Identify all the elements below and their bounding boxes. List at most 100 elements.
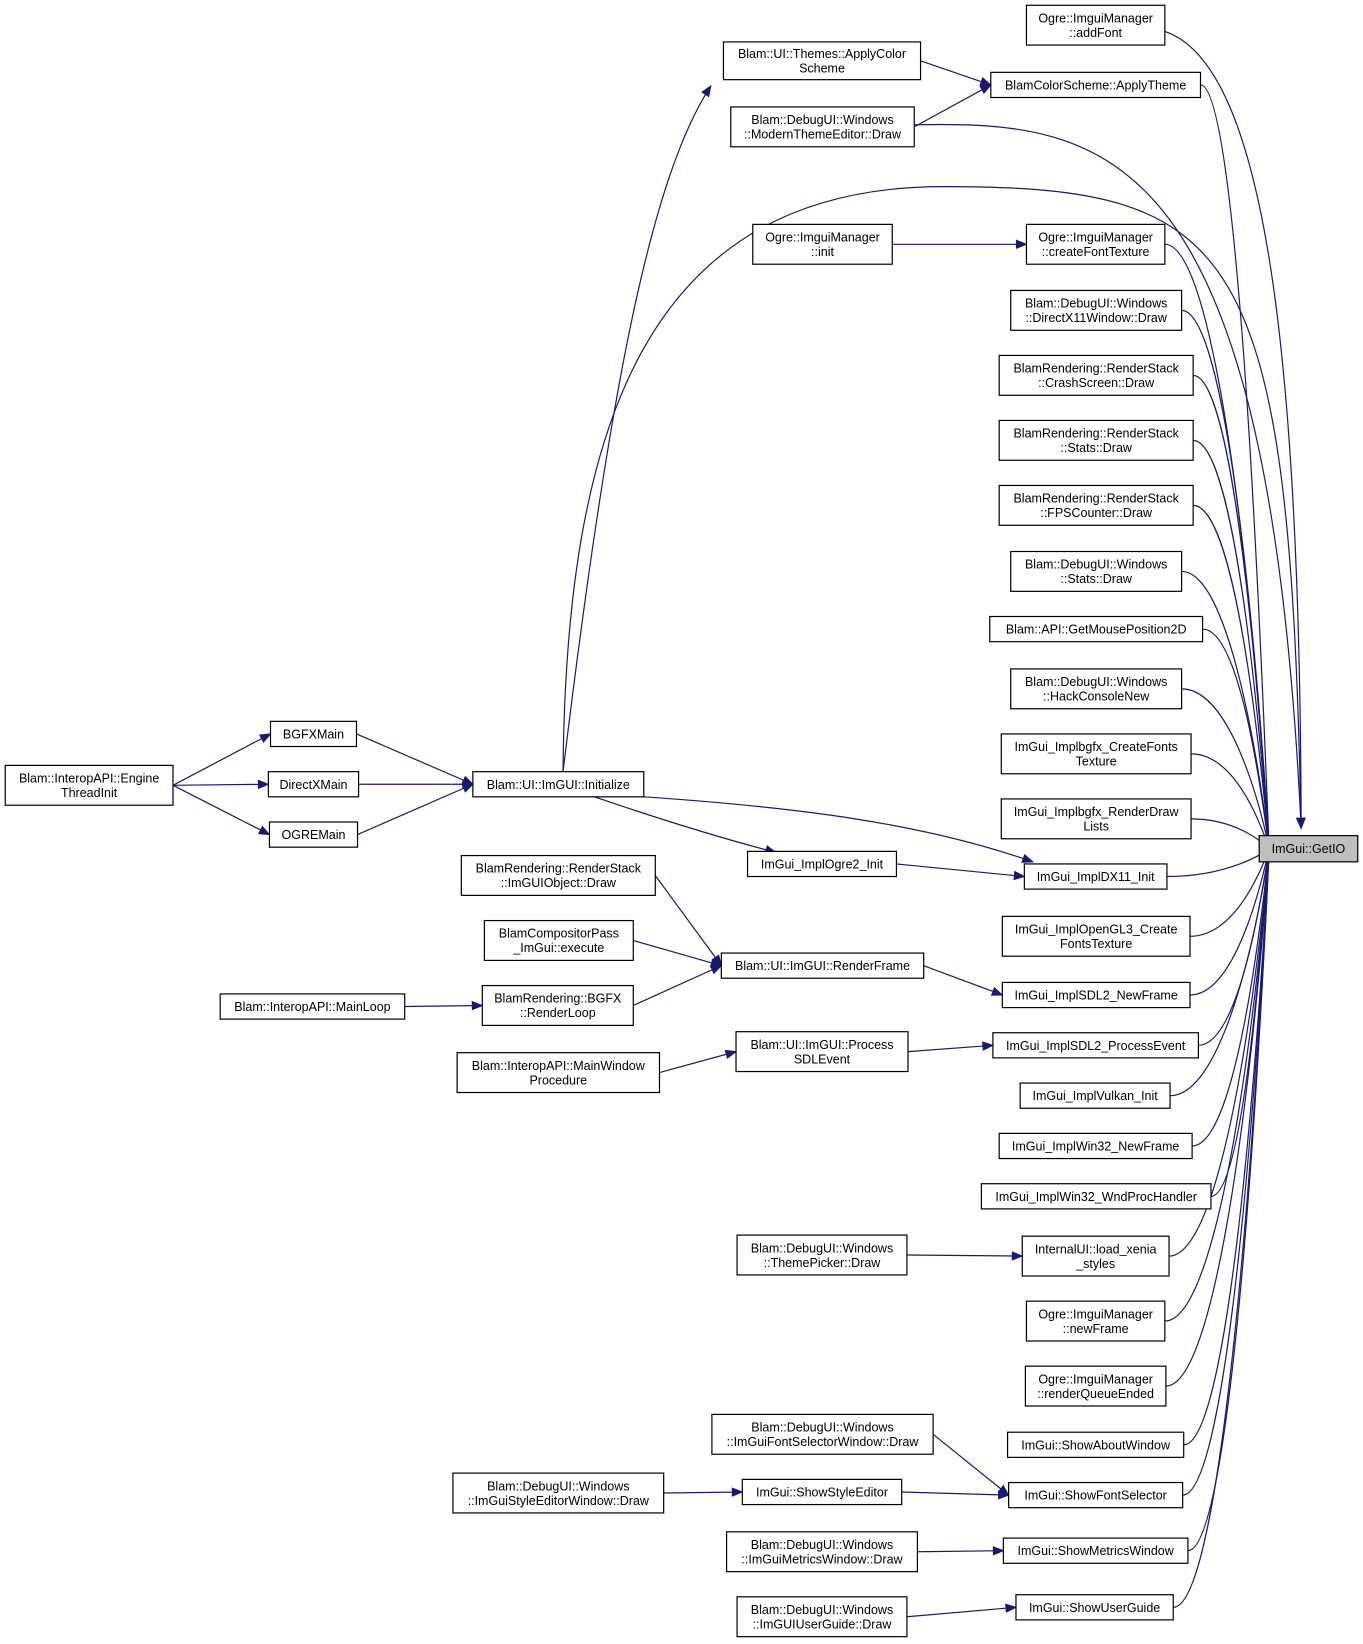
node-ogremain[interactable]: OGREMain xyxy=(268,821,359,848)
edge-themepicker-to-xeniastyles xyxy=(906,1251,1024,1261)
edge-mainloop-to-bgfxrenderloop xyxy=(404,1000,484,1011)
node-crashscreen[interactable]: BlamRendering::RenderStack::CrashScreen:… xyxy=(998,354,1194,396)
node-label: ImGui_ImplOgre2_Init xyxy=(761,857,884,871)
node-initialize[interactable]: Blam::UI::ImGUI::Initialize xyxy=(472,771,645,798)
node-box xyxy=(268,821,359,848)
edge-line xyxy=(1182,848,1270,1496)
node-label: Blam::InteropAPI::MainLoop xyxy=(234,1000,390,1014)
node-box xyxy=(998,419,1194,461)
node-label: ThreadInit xyxy=(61,786,118,800)
node-box xyxy=(992,1032,1199,1059)
edge-line xyxy=(1193,439,1270,849)
node-sdl2processevent[interactable]: ImGui_ImplSDL2_ProcessEvent xyxy=(992,1032,1199,1059)
node-bgfxmain[interactable]: BGFXMain xyxy=(269,720,358,748)
edge-arrowhead xyxy=(257,779,270,790)
node-styleeditorwindow[interactable]: Blam::DebugUI::Windows::ImGuiStyleEditor… xyxy=(452,1472,665,1514)
node-showstyleeditor[interactable]: ImGui::ShowStyleEditor xyxy=(741,1478,903,1506)
node-label: ImGui_ImplSDL2_ProcessEvent xyxy=(1006,1039,1186,1053)
node-hackconsole[interactable]: Blam::DebugUI::Windows::HackConsoleNew xyxy=(1010,668,1183,710)
node-rsstats[interactable]: BlamRendering::RenderStack::Stats::Draw xyxy=(998,419,1194,461)
node-win32wndproc[interactable]: ImGui_ImplWin32_WndProcHandler xyxy=(980,1183,1212,1210)
node-userguide[interactable]: Blam::DebugUI::Windows::ImGUIUserGuide::… xyxy=(736,1596,908,1638)
node-ogreinit[interactable]: Ogre::ImguiManager::init xyxy=(752,223,893,265)
node-showuserguide[interactable]: ImGui::ShowUserGuide xyxy=(1015,1594,1174,1621)
edge-line xyxy=(356,733,474,785)
node-imguiobject[interactable]: BlamRendering::RenderStack::ImGUIObject:… xyxy=(460,854,656,896)
node-metricswindow[interactable]: Blam::DebugUI::Windows::ImGuiMetricsWind… xyxy=(725,1531,919,1573)
edge-line xyxy=(913,84,992,128)
node-box xyxy=(1008,1481,1184,1509)
edge-renderframe-to-sdl2newframe xyxy=(923,965,1004,996)
node-getio[interactable]: ImGui::GetIO xyxy=(1258,835,1359,863)
node-label: BlamRendering::RenderStack xyxy=(1013,427,1179,441)
node-label: ImGui::ShowStyleEditor xyxy=(756,1485,888,1499)
node-dx11init[interactable]: ImGui_ImplDX11_Init xyxy=(1023,863,1168,890)
node-xeniastyles[interactable]: InternalUI::load_xenia_styles xyxy=(1021,1235,1170,1277)
node-win32newframe[interactable]: ImGui_ImplWin32_NewFrame xyxy=(998,1132,1193,1160)
node-fontselectorwindow[interactable]: Blam::DebugUI::Windows::ImGuiFontSelecto… xyxy=(711,1413,934,1455)
node-label: Blam::DebugUI::Windows xyxy=(1025,675,1167,689)
node-mousepos[interactable]: Blam::API::GetMousePosition2D xyxy=(989,615,1204,643)
node-box xyxy=(1025,4,1166,46)
node-compositorpass[interactable]: BlamCompositorPass_ImGui::execute xyxy=(483,919,634,961)
node-label: ImGui_ImplWin32_NewFrame xyxy=(1012,1139,1179,1153)
edge-line xyxy=(1189,848,1270,937)
node-showaboutwindow[interactable]: ImGui::ShowAboutWindow xyxy=(1006,1431,1185,1458)
node-addfont[interactable]: Ogre::ImguiManager::addFont xyxy=(1025,4,1166,46)
node-label: InternalUI::load_xenia xyxy=(1035,1242,1157,1256)
node-winstats[interactable]: Blam::DebugUI::Windows::Stats::Draw xyxy=(1010,550,1183,592)
node-box xyxy=(998,484,1194,526)
edge-line xyxy=(562,186,1302,829)
node-label: BlamRendering::BGFX xyxy=(494,992,622,1006)
node-box xyxy=(1015,1594,1174,1621)
node-renderqueueended[interactable]: Ogre::ImguiManager::renderQueueEnded xyxy=(1024,1365,1167,1407)
edge-styleeditorwindow-to-showstyleeditor xyxy=(663,1487,744,1497)
node-directxmain[interactable]: DirectXMain xyxy=(267,771,360,798)
edge-line xyxy=(914,123,1302,829)
node-bgfxrenderloop[interactable]: BlamRendering::BGFX::RenderLoop xyxy=(481,984,634,1027)
edge-directxmain-to-initialize xyxy=(358,779,475,789)
node-fpscounter[interactable]: BlamRendering::RenderStack::FPSCounter::… xyxy=(998,484,1194,526)
node-label: Blam::API::GetMousePosition2D xyxy=(1006,623,1187,637)
node-label: ::init xyxy=(811,245,834,259)
edge-arrowhead xyxy=(701,84,712,98)
node-ogrenewframe[interactable]: Ogre::ImguiManager::newFrame xyxy=(1025,1300,1166,1342)
edge-arrowhead xyxy=(1011,1251,1024,1261)
edge-arrowhead xyxy=(990,986,1004,996)
node-box xyxy=(998,354,1194,396)
node-vulkaninit[interactable]: ImGui_ImplVulkan_Init xyxy=(1019,1082,1171,1109)
node-box xyxy=(472,771,645,798)
edge-arrowhead xyxy=(1296,817,1306,830)
node-renderframe[interactable]: Blam::UI::ImGUI::RenderFrame xyxy=(720,952,925,979)
node-label: Blam::UI::ImGUI::Initialize xyxy=(487,778,630,792)
node-ogre2init[interactable]: ImGui_ImplOgre2_Init xyxy=(746,850,898,878)
edge-line xyxy=(1202,628,1270,849)
edge-line xyxy=(643,796,1033,863)
node-label: ImGui::ShowAboutWindow xyxy=(1021,1438,1171,1452)
edge-initialize-to-getio xyxy=(562,186,1306,830)
node-label: ImGui_ImplWin32_WndProcHandler xyxy=(995,1190,1196,1204)
node-modernthemeeditor[interactable]: Blam::DebugUI::Windows::ModernThemeEdito… xyxy=(730,106,915,148)
node-themepicker[interactable]: Blam::DebugUI::Windows::ThemePicker::Dra… xyxy=(736,1234,908,1276)
node-mainloop[interactable]: Blam::InteropAPI::MainLoop xyxy=(219,993,406,1020)
node-createfonttexture[interactable]: Ogre::ImguiManager::createFontTexture xyxy=(1025,223,1166,265)
edge-line xyxy=(923,965,1003,996)
node-directx11window[interactable]: Blam::DebugUI::Windows::DirectX11Window:… xyxy=(1010,289,1183,331)
node-label: ::ThemePicker::Draw xyxy=(764,1256,882,1270)
node-box xyxy=(1010,289,1183,331)
node-applytheme[interactable]: BlamColorScheme::ApplyTheme xyxy=(990,71,1202,99)
edge-ogre2init-to-dx11init xyxy=(896,863,1026,881)
node-box xyxy=(1006,1431,1185,1458)
node-label: FontsTexture xyxy=(1060,937,1132,951)
node-showmetricswindow[interactable]: ImGui::ShowMetricsWindow xyxy=(1002,1537,1189,1564)
node-showfontselector[interactable]: ImGui::ShowFontSelector xyxy=(1008,1481,1184,1509)
node-box xyxy=(483,919,634,961)
node-sdl2newframe[interactable]: ImGui_ImplSDL2_NewFrame xyxy=(1001,981,1191,1009)
